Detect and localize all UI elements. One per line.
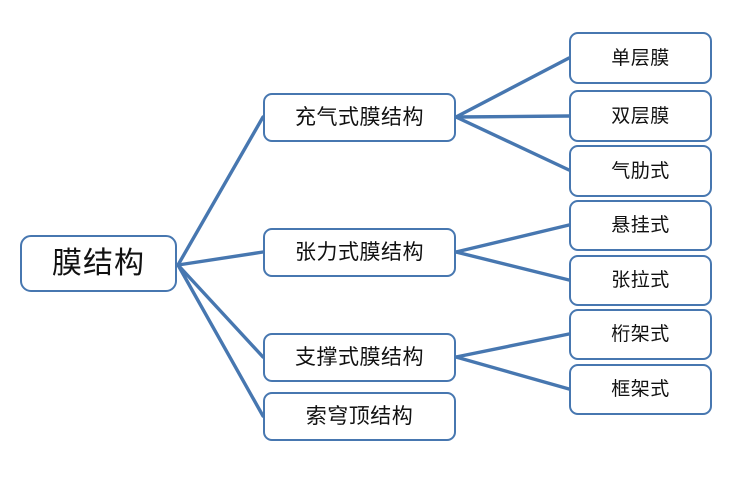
node-supported-label: 支撑式膜结构 xyxy=(295,345,424,369)
edge-inflatable-to-air-rib xyxy=(454,115,571,172)
node-cable-dome[interactable]: 索穹顶结构 xyxy=(263,392,456,441)
node-frame-label: 框架式 xyxy=(611,378,670,400)
node-supported[interactable]: 支撑式膜结构 xyxy=(263,333,456,382)
node-root[interactable]: 膜结构 xyxy=(20,235,177,292)
edge-tensile-to-stretched xyxy=(454,250,571,282)
edge-inflatable-to-single-layer xyxy=(454,56,571,119)
node-tensile[interactable]: 张力式膜结构 xyxy=(263,228,456,277)
edge-root-to-cable-dome xyxy=(176,263,265,418)
node-single-layer-label: 单层膜 xyxy=(611,46,670,69)
node-air-rib[interactable]: 气肋式 xyxy=(569,145,712,197)
node-inflatable[interactable]: 充气式膜结构 xyxy=(263,93,456,142)
edge-root-to-inflatable xyxy=(176,115,265,267)
node-double-layer-label: 双层膜 xyxy=(611,104,670,127)
edge-supported-to-frame xyxy=(454,355,571,391)
edge-root-to-tensile xyxy=(176,250,265,267)
node-tensile-label: 张力式膜结构 xyxy=(295,240,424,264)
node-single-layer[interactable]: 单层膜 xyxy=(569,32,712,84)
node-air-rib-label: 气肋式 xyxy=(611,159,670,182)
node-stretched-label: 张拉式 xyxy=(611,269,670,291)
node-stretched[interactable]: 张拉式 xyxy=(569,255,712,306)
node-root-label: 膜结构 xyxy=(52,245,145,281)
edge-supported-to-truss xyxy=(454,332,571,359)
node-double-layer[interactable]: 双层膜 xyxy=(569,90,712,142)
edge-inflatable-to-double-layer xyxy=(454,114,571,119)
node-frame[interactable]: 框架式 xyxy=(569,364,712,415)
edge-tensile-to-suspended xyxy=(454,223,571,254)
edge-root-to-supported xyxy=(176,263,265,359)
node-truss-label: 桁架式 xyxy=(611,323,670,345)
node-suspended[interactable]: 悬挂式 xyxy=(569,200,712,251)
node-truss[interactable]: 桁架式 xyxy=(569,309,712,360)
node-suspended-label: 悬挂式 xyxy=(611,214,670,236)
node-inflatable-label: 充气式膜结构 xyxy=(295,105,424,129)
node-cable-dome-label: 索穹顶结构 xyxy=(305,404,414,428)
